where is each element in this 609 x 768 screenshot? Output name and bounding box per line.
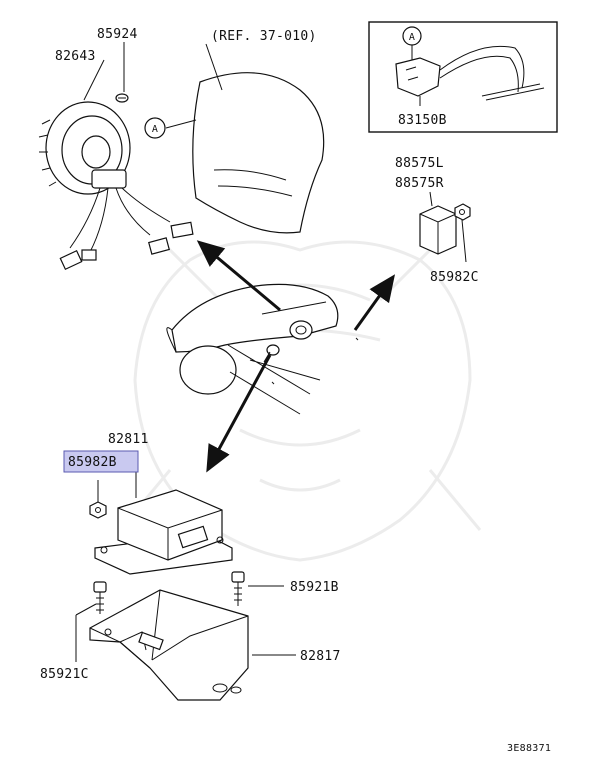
nut-85982B[interactable]: [89, 480, 107, 519]
assembly-arrows: [196, 240, 395, 473]
leader-88575: [429, 191, 433, 207]
label-85921C[interactable]: 85921C: [40, 667, 89, 682]
leader-callout-a: [165, 119, 197, 129]
bracket-82817[interactable]: [89, 589, 249, 701]
label-85982B-selected[interactable]: 85982B: [63, 450, 139, 473]
clock-spring-82643[interactable]: [38, 101, 194, 271]
steering-airbag-module[interactable]: [192, 72, 325, 234]
label-88575R[interactable]: 88575R: [395, 176, 444, 191]
bolt-85921B[interactable]: [231, 571, 245, 606]
label-85924[interactable]: 85924: [97, 27, 138, 42]
ref-label: (REF. 37-010): [211, 29, 317, 44]
svg-text:85982B: 85982B: [68, 455, 117, 470]
leader-85982C: [461, 219, 467, 263]
label-83150B[interactable]: 83150B: [398, 113, 447, 128]
label-82643[interactable]: 82643: [55, 49, 96, 64]
leader-85921C-b: [75, 603, 97, 616]
label-85982C[interactable]: 85982C: [430, 270, 479, 285]
label-82817[interactable]: 82817: [300, 649, 341, 664]
leader-ref: [205, 43, 223, 91]
label-85921B[interactable]: 85921B: [290, 580, 339, 595]
label-82811[interactable]: 82811: [108, 432, 149, 447]
airbag-control-unit-82811[interactable]: [94, 489, 233, 575]
diagram-code: 3E88371: [507, 743, 551, 754]
label-88575L[interactable]: 88575L: [395, 156, 444, 171]
screw-85924[interactable]: [115, 42, 129, 103]
dashboard-column: [166, 283, 339, 415]
svg-text:A: A: [152, 124, 158, 135]
callout-a-marker: A: [144, 117, 166, 139]
sensor-88575[interactable]: [419, 205, 457, 255]
leader-82643: [83, 59, 105, 101]
svg-text:A: A: [409, 32, 415, 43]
connector-83150B[interactable]: [395, 45, 545, 101]
nut-85982C[interactable]: [454, 203, 471, 221]
bolt-85921C[interactable]: [93, 581, 107, 614]
